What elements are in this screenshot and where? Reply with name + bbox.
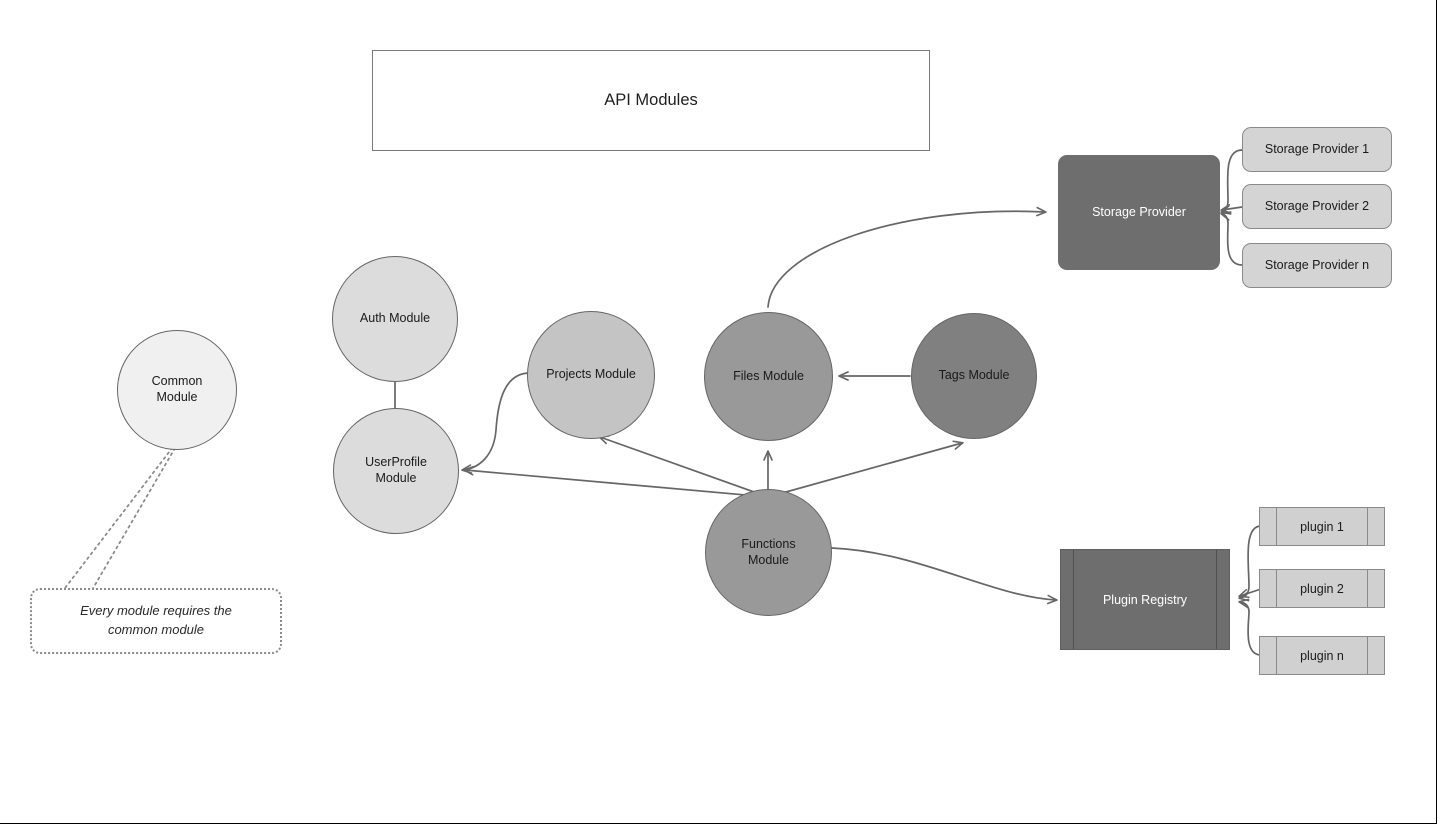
node-plugin-registry-hub-label: Plugin Registry bbox=[1102, 592, 1188, 607]
node-projects-module[interactable]: Projects Module bbox=[527, 311, 655, 439]
node-storage-provider-1[interactable]: Storage Provider 1 bbox=[1242, 127, 1392, 172]
node-storage-provider-hub[interactable]: Storage Provider bbox=[1058, 155, 1220, 270]
node-files-module[interactable]: Files Module bbox=[704, 312, 833, 441]
edge-storage-provider-1-to-hub bbox=[1220, 149, 1243, 215]
node-plugin-registry-hub[interactable]: Plugin Registry bbox=[1060, 549, 1230, 650]
edge-functions-to-tags bbox=[767, 440, 964, 498]
node-storage-provider-hub-label: Storage Provider bbox=[1092, 204, 1186, 219]
note-text: Every module requires the common module bbox=[80, 603, 232, 637]
frame-right-line bbox=[1435, 0, 1437, 823]
component-rail-right bbox=[1367, 570, 1368, 607]
component-rail-right bbox=[1367, 637, 1368, 674]
node-userprofile-module[interactable]: UserProfile Module bbox=[333, 408, 459, 534]
node-common-module[interactable]: Common Module bbox=[117, 330, 237, 450]
edge-plugin-2-to-registry bbox=[1238, 588, 1262, 599]
node-storage-provider-1-label: Storage Provider 1 bbox=[1264, 141, 1370, 156]
edge-storage-provider-n-to-hub bbox=[1220, 211, 1243, 266]
node-storage-provider-n[interactable]: Storage Provider n bbox=[1242, 243, 1392, 288]
note-common-module-requirement: Every module requires the common module bbox=[30, 588, 282, 654]
edge-common-to-note-a bbox=[91, 442, 179, 591]
node-storage-provider-n-label: Storage Provider n bbox=[1264, 257, 1370, 272]
node-userprofile-module-label: UserProfile Module bbox=[365, 455, 427, 485]
edge-common-to-note-b bbox=[61, 442, 177, 593]
edge-functions-to-plugin-registry bbox=[831, 547, 1058, 605]
node-common-module-label: Common Module bbox=[151, 374, 203, 404]
node-plugin-2-label: plugin 2 bbox=[1300, 581, 1344, 596]
node-plugin-1[interactable]: plugin 1 bbox=[1259, 507, 1385, 546]
edge-storage-provider-2-to-hub bbox=[1220, 204, 1243, 214]
node-storage-provider-2[interactable]: Storage Provider 2 bbox=[1242, 184, 1392, 229]
node-projects-module-label: Projects Module bbox=[546, 367, 636, 382]
node-auth-module-label: Auth Module bbox=[359, 311, 431, 326]
node-tags-module-label: Tags Module bbox=[938, 368, 1010, 383]
component-rail-left bbox=[1276, 570, 1277, 607]
component-rail-left bbox=[1276, 637, 1277, 674]
edge-projects-to-userprofile bbox=[461, 372, 531, 474]
edge-files-to-storage-provider bbox=[767, 206, 1047, 308]
frame-bottom-line bbox=[0, 822, 1437, 824]
node-plugin-2[interactable]: plugin 2 bbox=[1259, 569, 1385, 608]
node-functions-module-label: Functions Module bbox=[741, 536, 796, 567]
node-files-module-label: Files Module bbox=[733, 368, 804, 383]
edge-functions-to-projects bbox=[598, 435, 769, 498]
component-rail-left bbox=[1073, 550, 1074, 649]
component-rail-right bbox=[1367, 508, 1368, 545]
node-plugin-1-label: plugin 1 bbox=[1300, 519, 1344, 534]
node-plugin-n[interactable]: plugin n bbox=[1259, 636, 1385, 675]
api-modules-title-label: API Modules bbox=[604, 91, 698, 110]
edge-plugin-1-to-registry bbox=[1238, 525, 1262, 602]
node-plugin-n-label: plugin n bbox=[1300, 648, 1344, 663]
node-functions-module[interactable]: Functions Module bbox=[705, 489, 832, 616]
node-storage-provider-2-label: Storage Provider 2 bbox=[1264, 198, 1370, 213]
component-rail-right bbox=[1216, 550, 1217, 649]
node-auth-module[interactable]: Auth Module bbox=[332, 256, 458, 382]
edge-functions-to-userprofile bbox=[463, 465, 769, 498]
component-rail-left bbox=[1276, 508, 1277, 545]
node-tags-module[interactable]: Tags Module bbox=[911, 313, 1037, 439]
api-modules-title-box: API Modules bbox=[372, 50, 930, 151]
edge-plugin-n-to-registry bbox=[1238, 598, 1262, 656]
